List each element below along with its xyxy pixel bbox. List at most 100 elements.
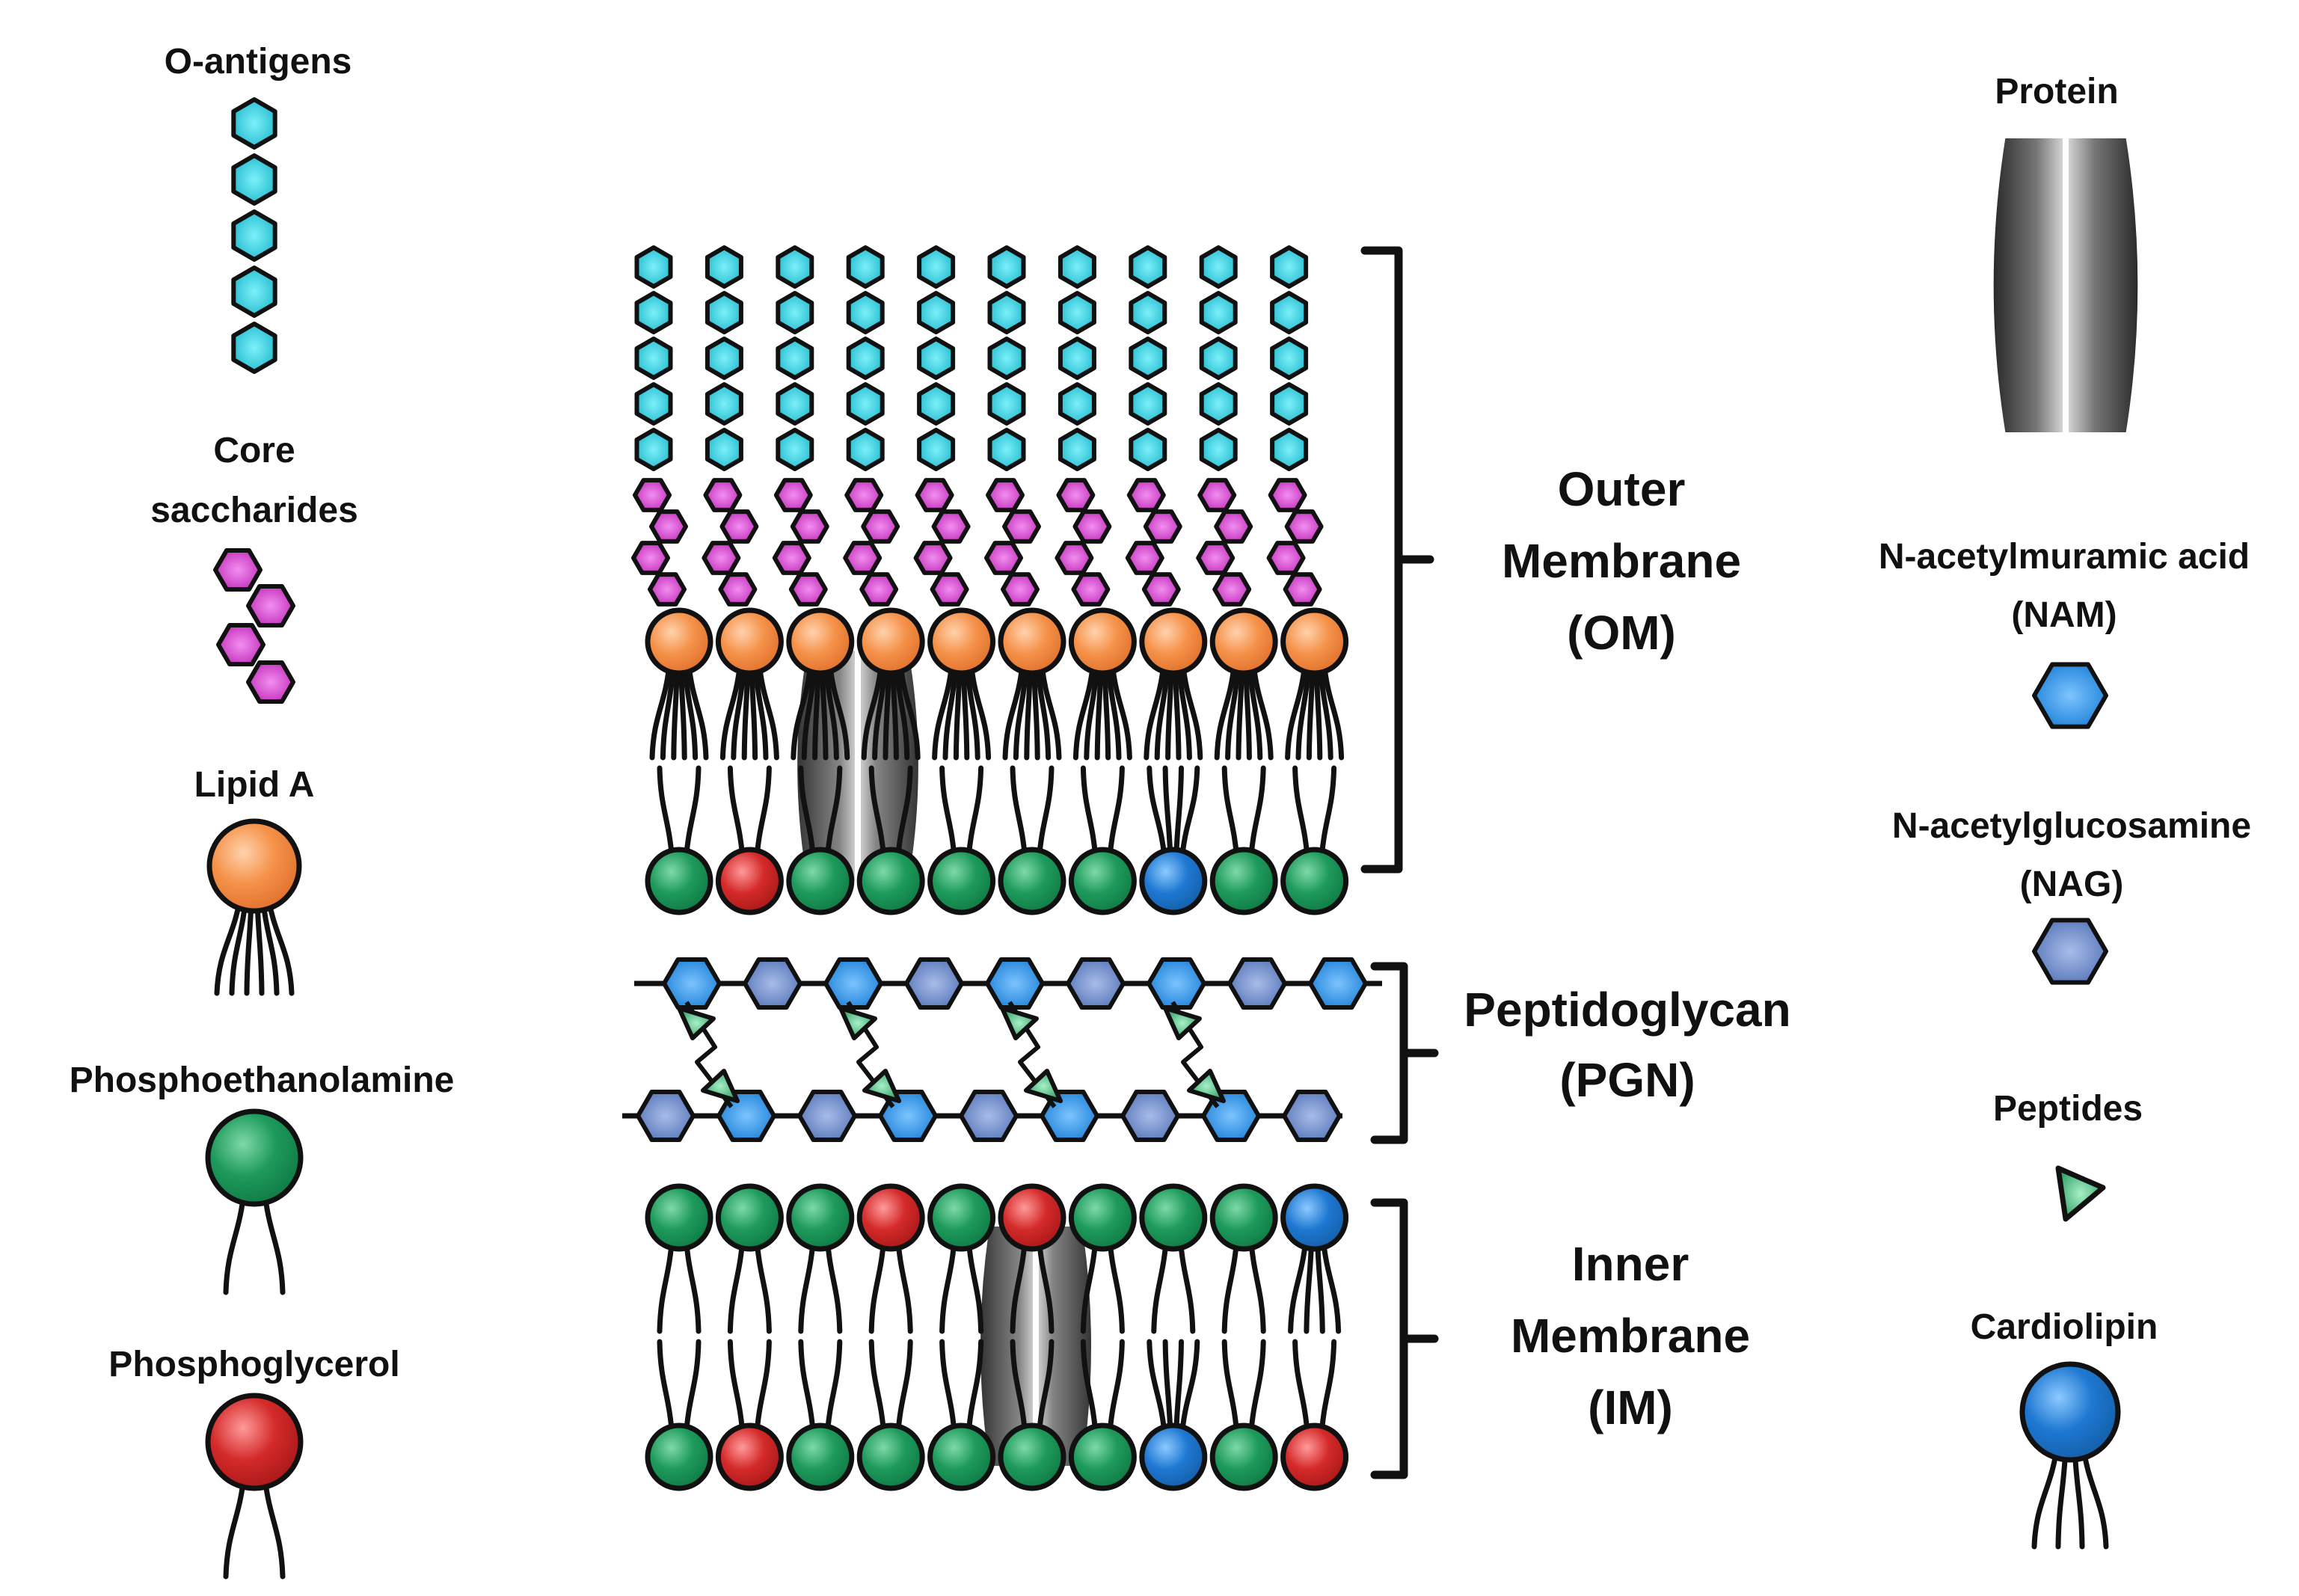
core-saccharide-sugar	[1055, 541, 1094, 575]
nam-sugar	[985, 957, 1045, 1010]
lipid-tail	[1036, 765, 1055, 865]
core-saccharide-sugar	[1266, 541, 1306, 575]
lipid-tail	[1214, 659, 1238, 761]
core-saccharide-sugar	[1283, 572, 1322, 607]
lipid-a-head	[856, 607, 925, 676]
o-antigen-sugar	[1270, 291, 1309, 334]
lipid-a-head	[998, 607, 1066, 676]
lipid-tail	[1236, 659, 1245, 761]
nam-sugar	[823, 957, 883, 1010]
nag-sugar	[2032, 918, 2108, 985]
o-antigen-sugar	[987, 291, 1026, 334]
phosphoethanolamine-head	[1139, 1183, 1208, 1252]
lipid-tail	[657, 1339, 675, 1440]
legend-cardiolipin-label: Cardiolipin	[1971, 1307, 2158, 1347]
o-antigen-sugar	[705, 245, 743, 289]
lipid-tail	[1288, 1233, 1309, 1334]
lipid-tail	[953, 659, 963, 761]
lipid-tail	[1107, 1339, 1125, 1440]
lipid-tail	[1024, 659, 1033, 761]
lipid-tail	[826, 659, 850, 761]
lipid-a-head	[1068, 607, 1137, 676]
legend-nam-label-line2: (NAM)	[2011, 595, 2117, 635]
lipid-a-head	[645, 607, 713, 676]
lipid-tail	[1250, 659, 1274, 761]
lipid-tail	[939, 765, 957, 865]
core-saccharide-sugar	[1002, 509, 1041, 544]
core-saccharide-sugar	[1001, 572, 1040, 607]
legend-nam-label-line1: N-acetylmuramic acid	[1879, 537, 2250, 577]
lipid-tail	[868, 1339, 887, 1440]
nam-sugar	[1147, 957, 1206, 1010]
core-saccharide-sugar	[788, 572, 828, 607]
lipid-tail	[754, 1339, 772, 1440]
o-antigen-sugar	[1058, 337, 1096, 380]
o-antigen-sugar	[231, 153, 277, 206]
cardiolipin-head	[1139, 1422, 1208, 1491]
lipid-tail	[671, 659, 680, 761]
o-antigen-sugar	[705, 291, 743, 334]
outer-membrane	[631, 245, 1349, 915]
o-antigen-sugar	[634, 428, 673, 471]
peptidoglycan-layer	[622, 957, 1382, 1142]
nag-sugar	[743, 957, 802, 1010]
core-saccharide-sugar	[1284, 509, 1324, 544]
lipid-tail	[1292, 765, 1310, 865]
lipid-tail	[1179, 1339, 1200, 1440]
core-saccharide-sugar	[1141, 572, 1181, 607]
lipid-tail	[1319, 1339, 1337, 1440]
phosphoethanolamine-head	[998, 1422, 1066, 1491]
legend-protein-icon	[1993, 138, 2138, 432]
phosphoglycerol-head	[715, 1422, 784, 1491]
legend-protein-label: Protein	[1995, 72, 2118, 111]
lipid-tail	[1147, 765, 1168, 865]
legend-phosphoglycerol-label: Phosphoglycerol	[108, 1345, 399, 1384]
o-antigen-sugar	[917, 291, 956, 334]
lipid-a-head	[206, 818, 302, 914]
legend-cardiolipin-icon	[2019, 1361, 2121, 1550]
lipid-a-head	[786, 607, 855, 676]
legend-peptide-icon	[2055, 1165, 2106, 1222]
o-antigen-sugar	[846, 382, 885, 426]
phosphoethanolamine-head	[998, 847, 1066, 915]
core-saccharide-sugar	[648, 572, 687, 607]
lipid-tail	[756, 659, 779, 761]
lipid-tail	[1247, 765, 1266, 865]
peptidoglycan-label-line2: (PGN)	[1559, 1053, 1695, 1107]
lipid-tail	[1144, 659, 1167, 761]
o-antigen-sugar	[1058, 382, 1096, 426]
o-antigen-sugar	[231, 322, 277, 374]
o-antigen-sugar	[1199, 245, 1238, 289]
lipid-tail	[1247, 1339, 1266, 1440]
phosphoethanolamine-head	[1280, 847, 1349, 915]
o-antigen-sugar	[846, 291, 885, 334]
o-antigen-sugar	[1199, 291, 1238, 334]
o-antigen-sugar	[705, 428, 743, 471]
nag-sugar	[636, 1090, 696, 1142]
peptide	[677, 1006, 716, 1040]
o-antigen-sugar	[917, 337, 956, 380]
o-antigen-sugar	[1058, 291, 1096, 334]
legend-peptides-label: Peptides	[1993, 1089, 2143, 1129]
outer-membrane-label-line3: (OM)	[1567, 606, 1676, 660]
o-antigen-sugar	[987, 382, 1026, 426]
lipid-tail	[1039, 659, 1062, 761]
lipid-tail	[649, 659, 672, 761]
o-antigen-sugar	[705, 337, 743, 380]
lipid-tail	[727, 765, 746, 865]
phosphoethanolamine-head	[856, 1422, 925, 1491]
o-antigen-sugar	[1058, 245, 1096, 289]
nam-sugar	[716, 1090, 776, 1142]
core-saccharide-sugar	[915, 478, 954, 512]
core-saccharide-sugar	[843, 541, 883, 575]
lipid-tail	[686, 659, 709, 761]
legend-core-saccharides-label-line2: saccharides	[150, 491, 358, 530]
nam-sugar	[1040, 1090, 1099, 1142]
phosphoethanolamine-head	[786, 847, 855, 915]
lipid-tail	[798, 1339, 817, 1440]
core-saccharide-sugar	[1056, 478, 1096, 512]
core-saccharide-sugar	[986, 478, 1025, 512]
lipid-tail	[1179, 765, 1200, 865]
o-antigen-sugar	[776, 382, 814, 426]
core-saccharide-sugar	[216, 623, 265, 666]
